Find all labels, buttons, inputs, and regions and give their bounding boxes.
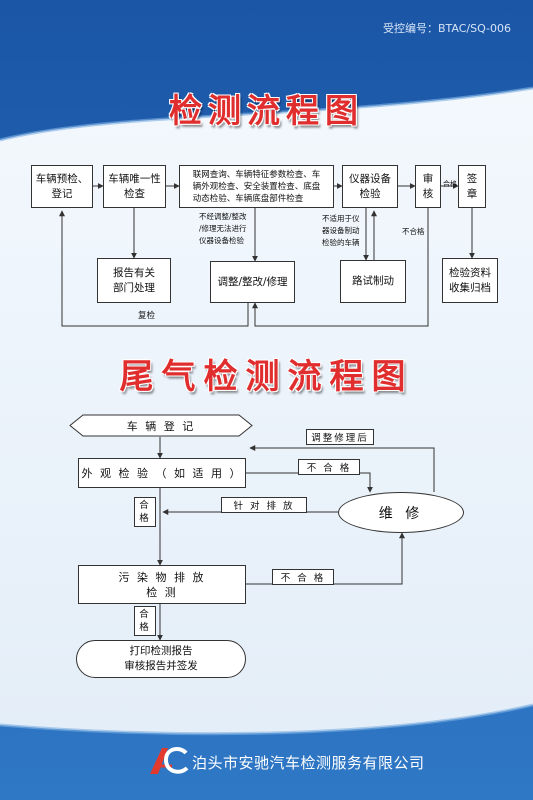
box-sign-seal: 签章	[458, 165, 486, 208]
box-vehicle-register: 车 辆 登 记	[126, 419, 196, 433]
box-road-brake-test: 路试制动	[340, 260, 406, 303]
note-fail: 不合格	[402, 227, 425, 236]
company-name: 泊头市安驰汽车检测服务有限公司	[192, 754, 425, 772]
box-visual-inspection: 外 观 检 验 （ 如 适 用 ）	[78, 458, 246, 488]
emission-flow-title: 尾气检测流程图	[119, 357, 414, 397]
label-pass-emission: 合格	[134, 606, 156, 636]
box-vehicle-uniqueness-check: 车辆唯一性检查	[103, 165, 166, 208]
ac-logo-icon	[150, 746, 189, 774]
box-report-department: 报告有关部门处理	[97, 258, 171, 303]
start-hexagon-shape	[69, 414, 253, 437]
note-recheck: 复检	[138, 311, 156, 321]
box-instrument-inspection: 仪器设备检验	[342, 165, 398, 208]
inspection-flow-title: 检测流程图	[169, 91, 364, 130]
note-not-adjusted: 不经调整/整改 /修理无法进行 仪器设备检验	[199, 212, 247, 245]
note-pass: 合格	[443, 180, 457, 188]
box-archive-records: 检验资料收集归档	[442, 258, 498, 303]
box-review: 审核	[415, 165, 441, 208]
note-unsuitable-vehicles: 不适用于仪 器设备制动 检验的车辆	[322, 214, 360, 247]
control-number: 受控编号：BTAC/SQ-006	[382, 22, 511, 35]
label-pass-visual: 合格	[134, 497, 156, 527]
label-targeted-emission: 针 对 排 放	[221, 497, 307, 513]
label-fail-visual: 不 合 格	[298, 459, 360, 475]
ellipse-repair: 维 修	[338, 492, 464, 533]
box-adjust-repair: 调整/整改/修理	[210, 261, 295, 303]
box-print-report: 打印检测报告审核报告并签发	[76, 640, 246, 678]
label-fail-emission: 不 合 格	[272, 569, 334, 585]
box-inspection-items: 联网查询、车辆特征参数检查、车辆外观检查、安全装置检查、底盘动态检验、车辆底盘部…	[179, 165, 334, 208]
box-emission-test: 污 染 物 排 放检 测	[78, 565, 246, 604]
label-after-repair: 调整修理后	[306, 429, 374, 445]
box-pre-inspection-register: 车辆预检、登记	[31, 165, 93, 208]
